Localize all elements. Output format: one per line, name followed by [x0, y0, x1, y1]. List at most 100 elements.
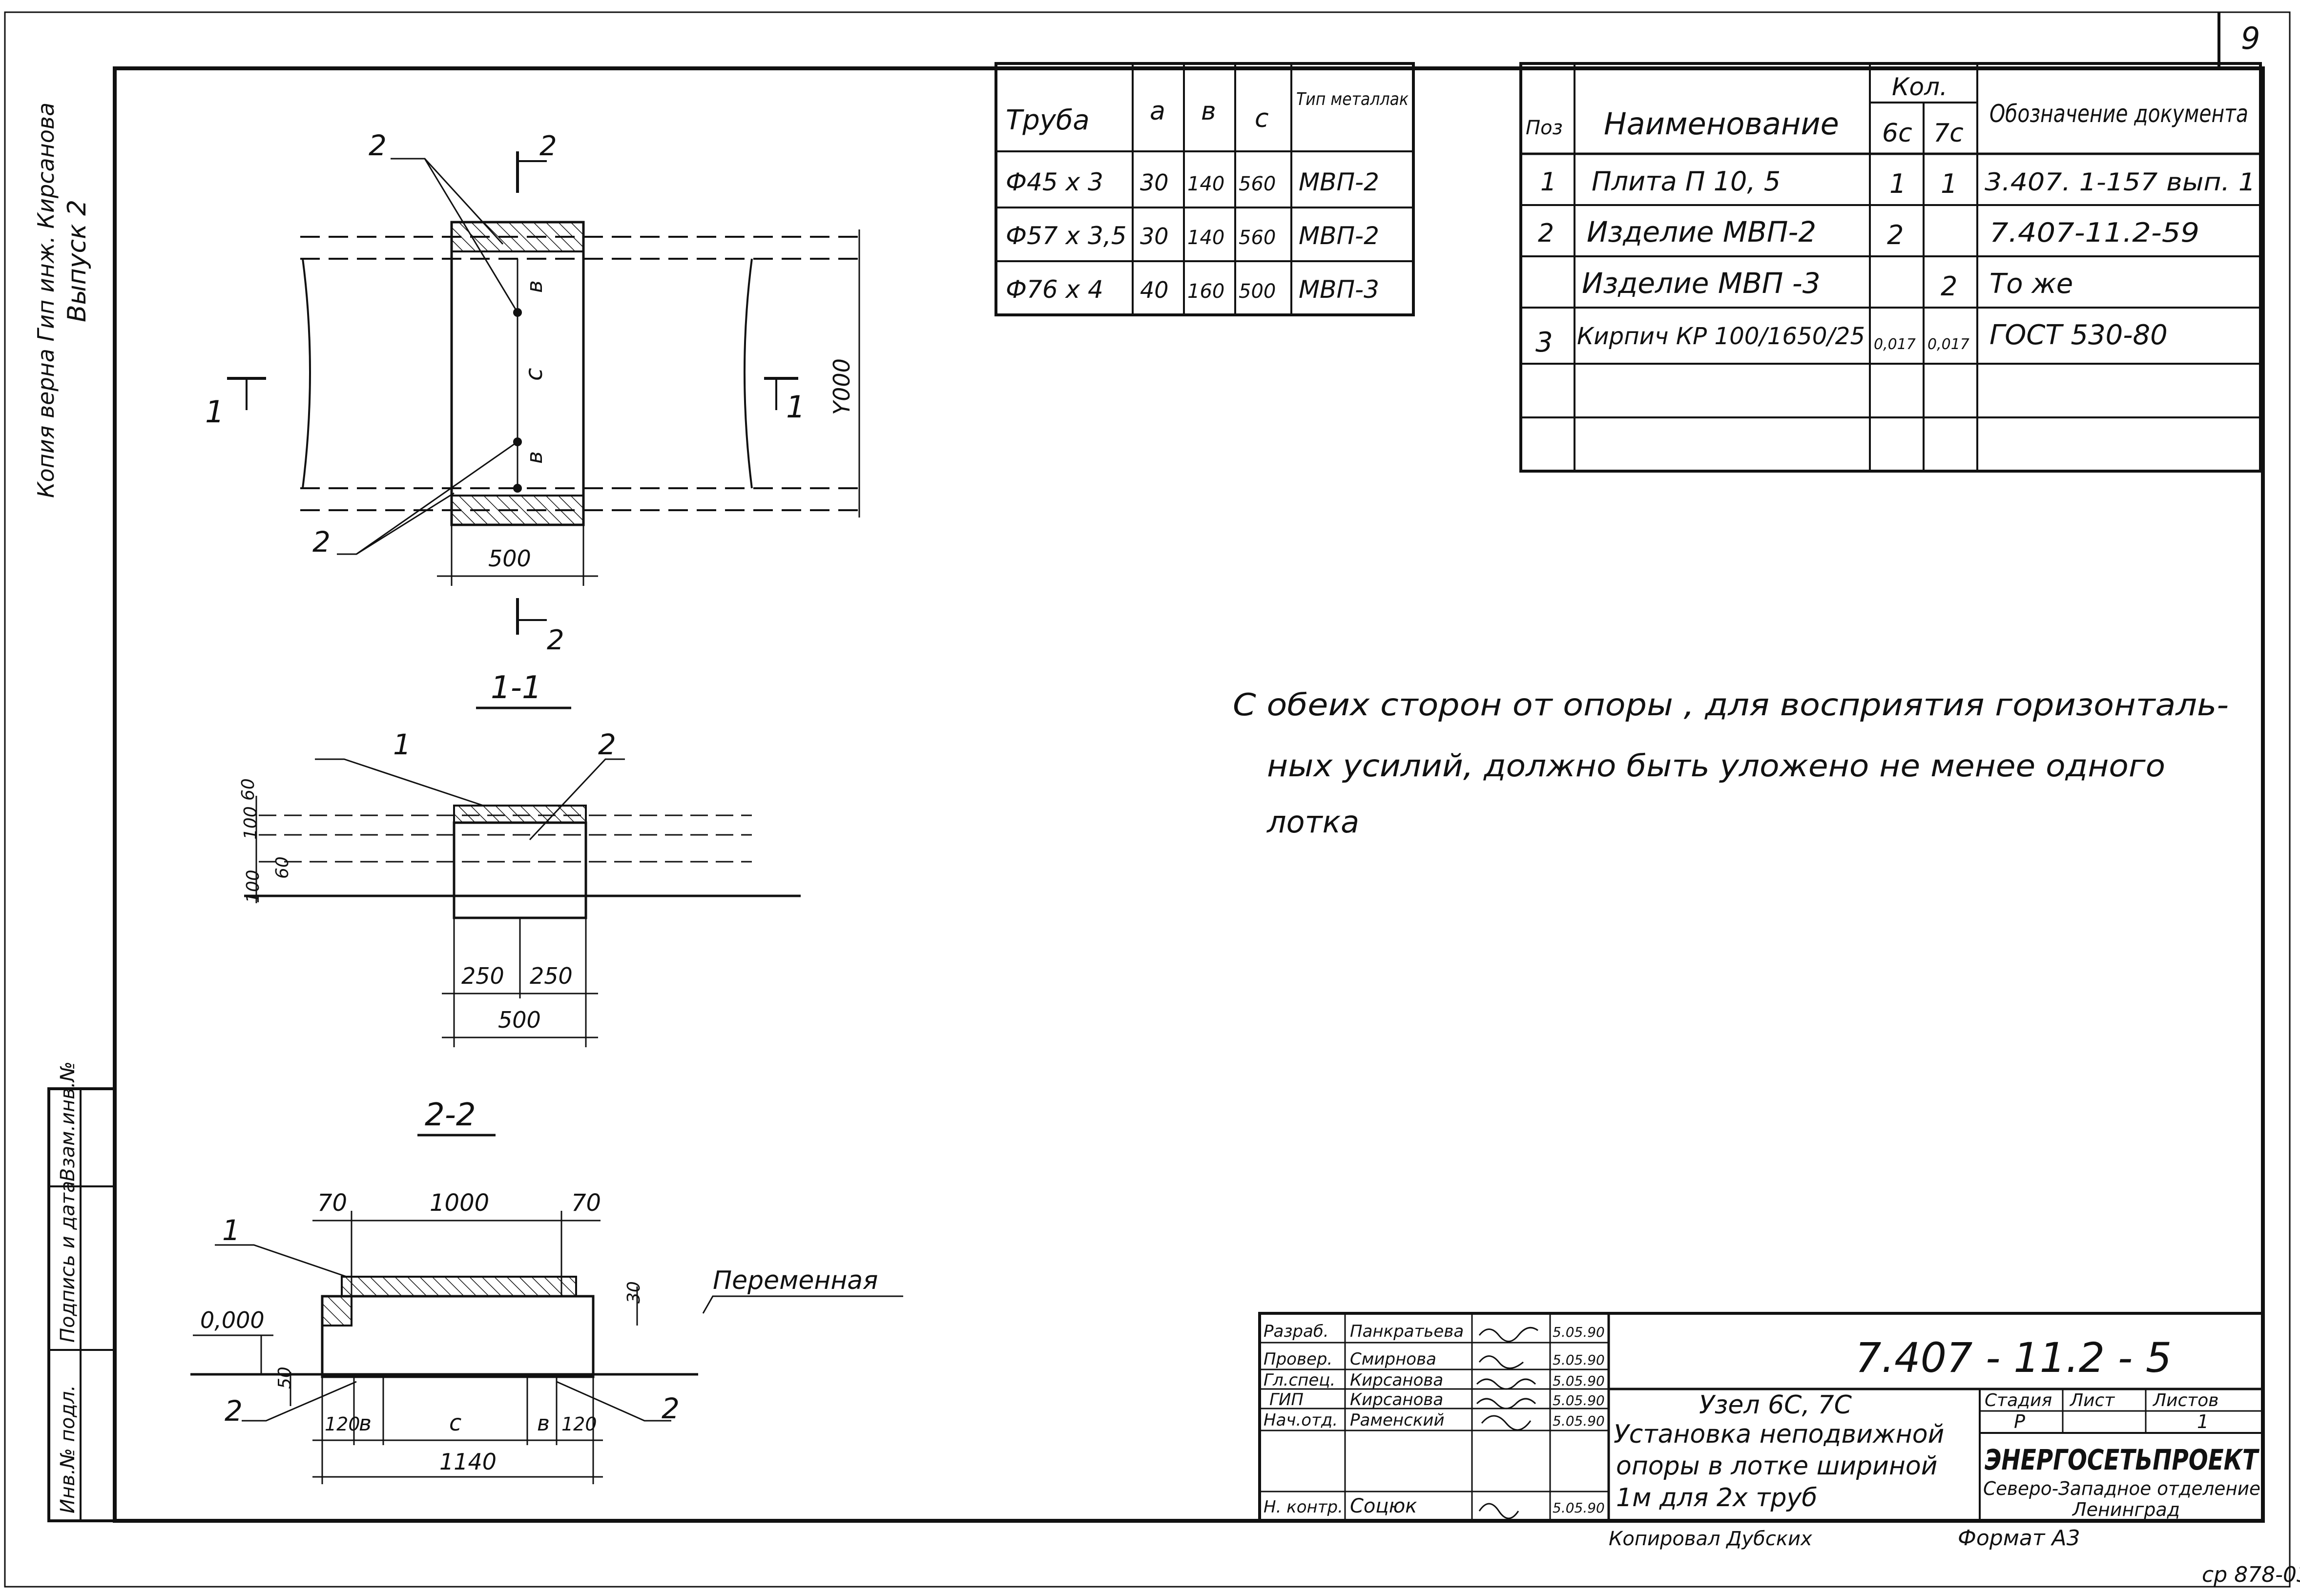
spec-h-pos: Поз — [1526, 117, 1563, 139]
s22-pos2-left: 2 — [225, 1394, 243, 1428]
signature-mark — [1481, 1415, 1532, 1431]
signature-mark — [1478, 1355, 1524, 1369]
spec-r0-q6: 1 — [1889, 168, 1906, 199]
sig-name-6: Соцюк — [1350, 1495, 1417, 1517]
signature-row: Провер. Смирнова 5.05.90 — [1264, 1349, 1605, 1369]
spec-r0-name: Плита П 10, 5 — [1592, 166, 1781, 197]
sig-date-3: 5.05.90 — [1553, 1392, 1605, 1409]
s22-b5: 120 — [561, 1413, 597, 1435]
outer-border — [4, 11, 2291, 1588]
s22-height-right: 30 — [624, 1281, 644, 1304]
spec-r1-q6: 2 — [1887, 220, 1904, 250]
plan-dim-width: 500 — [488, 545, 531, 572]
pipe-row: Ф45 x 3 30 140 560 МВП-2 — [1006, 168, 1379, 196]
spec-r2-name: Изделие МВП -3 — [1582, 267, 1821, 300]
spec-r1-doc: 7.407-11.2-59 — [1989, 217, 2199, 248]
signature-mark — [1478, 1327, 1538, 1342]
margin-series: Выпуск 2 — [62, 200, 92, 322]
pipe-r0-c0: Ф45 x 3 — [1006, 168, 1103, 196]
s22-top-right: 70 — [571, 1189, 601, 1217]
pipe-r2-c1: 40 — [1140, 277, 1169, 303]
sig-name-1: Смирнова — [1350, 1349, 1436, 1369]
spec-h-7c: 7с — [1933, 119, 1964, 148]
note-block: С обеих сторон от опоры , для восприятия… — [1233, 687, 2229, 840]
spec-table: Поз Наименование Кол. 6с 7с Обозначение … — [1519, 62, 2262, 473]
spec-h-qty: Кол. — [1892, 73, 1948, 101]
s22-top-mid: 1000 — [430, 1189, 489, 1217]
s11-w-total: 500 — [498, 1007, 541, 1033]
pipe-h-4: Тип металлак — [1296, 89, 1409, 109]
pipe-h-3: с — [1255, 104, 1269, 133]
pipe-row: Ф57 x 3,5 30 140 560 МВП-2 — [1006, 222, 1379, 250]
plan-dim-length: Y000 — [829, 358, 855, 415]
pipe-row: Ф76 x 4 40 160 500 МВП-3 — [1006, 275, 1379, 304]
signature-row: Нач.отд. Раменский 5.05.90 — [1264, 1410, 1605, 1431]
spec-r3-q7: 0,017 — [1927, 336, 1969, 353]
pipe-r2-c0: Ф76 x 4 — [1006, 275, 1103, 304]
sig-role-0: Разраб. — [1264, 1322, 1329, 1341]
s22-height-left: 50 — [275, 1367, 295, 1389]
s22-b2: в — [359, 1411, 372, 1436]
spec-r0-pos: 1 — [1540, 167, 1556, 197]
s11-pos1: 1 — [393, 728, 411, 761]
s11-w2: 250 — [530, 963, 573, 989]
spec-r1-name: Изделие МВП-2 — [1587, 215, 1816, 249]
s22-level: 0,000 — [200, 1307, 265, 1333]
pipe-r1-c1: 30 — [1140, 223, 1169, 249]
s22-total: 1140 — [439, 1449, 497, 1475]
note-line-2: ных усилий, должно быть уложено не менее… — [1267, 748, 2165, 784]
plan-section-bottom: 2 — [547, 624, 564, 656]
stage-value: Р — [2014, 1411, 2025, 1432]
stage-label: Стадия — [1985, 1390, 2052, 1410]
pipe-r1-c3: 560 — [1239, 227, 1276, 249]
signature-row: Гл.спец. Кирсанова 5.05.90 — [1264, 1370, 1605, 1390]
sig-date-2: 5.05.90 — [1553, 1373, 1605, 1389]
spec-r2-q7: 2 — [1941, 271, 1957, 302]
spec-r2-doc: То же — [1989, 268, 2073, 300]
sig-name-3: Кирсанова — [1350, 1390, 1443, 1409]
spec-h-name: Наименование — [1604, 106, 1839, 142]
section-1-1: 1-1 1 2 60 100 60 100 250 250 500 — [238, 670, 801, 1047]
doc-code: 7.407 - 11.2 - 5 — [1855, 1334, 2172, 1382]
pipe-r1-c4: МВП-2 — [1299, 222, 1379, 250]
s11-h2: 100 — [241, 806, 261, 840]
description-line-4: 1м для 2х труб — [1616, 1483, 1817, 1513]
spec-r3-q6: 0,017 — [1874, 336, 1916, 353]
sig-date-4: 5.05.90 — [1553, 1413, 1605, 1429]
pipe-table: Труба а в с Тип металлак Ф45 x 3 30 140 … — [995, 62, 1415, 316]
spec-row: 2 Изделие МВП-2 2 7.407-11.2-59 — [1538, 215, 2199, 250]
section-2-2-title: 2-2 — [425, 1097, 476, 1133]
org-name: ЭНЕРГОСЕТЬПРОЕКТ — [1985, 1443, 2260, 1476]
sig-date-6: 5.05.90 — [1553, 1500, 1605, 1516]
plan-view: в с в 2 2 2 2 1 1 500 Y000 — [205, 129, 867, 656]
plan-dim-c: с — [520, 368, 548, 381]
signature-row: Разраб. Панкратьева 5.05.90 — [1264, 1322, 1605, 1342]
section-1-1-title: 1-1 — [491, 670, 542, 706]
plan-dim-b-bottom: в — [522, 451, 547, 464]
spec-h-6c: 6с — [1882, 119, 1912, 148]
s22-variable: Переменная — [713, 1266, 878, 1295]
section-2-2: 2-2 70 1000 70 1 0,000 Переменная 30 50 … — [190, 1097, 903, 1484]
s11-h4: 100 — [243, 870, 263, 903]
note-line-3: лотка — [1266, 804, 1359, 840]
stamp-inv-podl: Инв.№ подл. — [57, 1385, 79, 1513]
s11-h1: 60 — [238, 778, 258, 801]
sig-date-0: 5.05.90 — [1553, 1324, 1605, 1340]
plan-leader-top: 2 — [369, 129, 387, 162]
spec-row: Изделие МВП -3 2 То же — [1582, 267, 2073, 302]
pipe-r2-c4: МВП-3 — [1299, 275, 1379, 304]
description-line-2: Установка неподвижной — [1614, 1420, 1944, 1449]
sheet-label: Лист — [2069, 1390, 2115, 1410]
sig-role-6: Н. контр. — [1264, 1497, 1343, 1517]
s22-b3: с — [449, 1409, 461, 1436]
margin-note: Копия верна Гип инж. Кирсанова — [33, 103, 59, 498]
spec-r0-doc: 3.407. 1-157 вып. 1 — [1985, 168, 2256, 196]
copied-by: Копировал Дубских — [1609, 1528, 1812, 1550]
s22-b1: 120 — [325, 1413, 360, 1435]
stamp-vzam-inv: Взам.инв.№ — [57, 1061, 79, 1181]
spec-r3-name: Кирпич КР 100/1650/25 — [1577, 323, 1865, 350]
pipe-r0-c4: МВП-2 — [1299, 168, 1379, 196]
s11-h3: 60 — [272, 856, 292, 879]
spec-r0-q7: 1 — [1941, 168, 1957, 199]
